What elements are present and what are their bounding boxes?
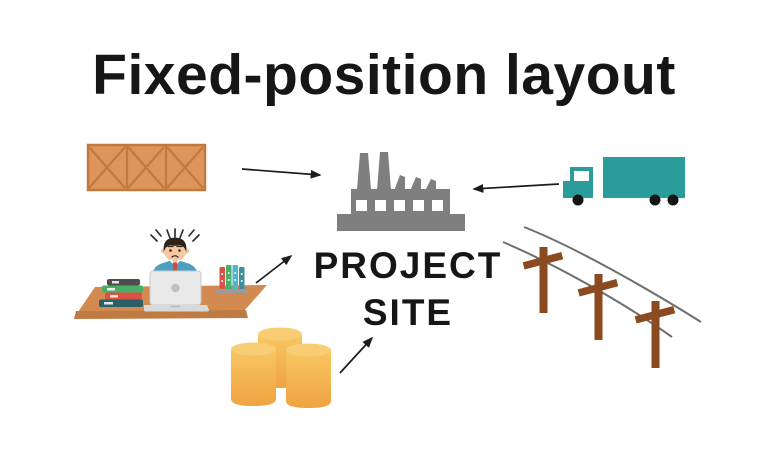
factory-chimney <box>377 152 391 190</box>
factory-vent <box>410 177 421 191</box>
project-site-line2: SITE <box>362 292 454 333</box>
arrow-barrels-to-site <box>339 336 374 374</box>
project-site-line1: PROJECT <box>313 245 503 286</box>
diagram-title: Fixed-position layout <box>92 43 676 107</box>
arrow-worker-to-site <box>255 254 293 284</box>
arrows <box>241 168 560 374</box>
factory-vent <box>425 179 436 191</box>
factory-chimney <box>357 153 371 190</box>
power-line-icon <box>502 226 702 368</box>
factory-vent <box>394 175 405 191</box>
arrow-crate-to-site <box>241 168 322 179</box>
arrow-truck-to-site <box>472 183 560 193</box>
project-site-label: PROJECT SITE <box>308 242 508 336</box>
truck-icon <box>563 157 685 206</box>
worker-at-desk-icon <box>74 228 267 319</box>
power-wire <box>523 226 702 323</box>
truck-trailer <box>603 157 685 198</box>
factory-icon <box>337 152 465 231</box>
utility-pole <box>634 301 676 368</box>
book-holder <box>215 265 247 294</box>
barrels-icon <box>231 327 331 408</box>
stress-marks <box>150 228 200 242</box>
factory-base <box>337 214 465 231</box>
utility-pole <box>522 247 564 313</box>
crate-icon <box>86 143 207 192</box>
utility-pole <box>577 274 619 340</box>
book-stack <box>99 279 143 307</box>
